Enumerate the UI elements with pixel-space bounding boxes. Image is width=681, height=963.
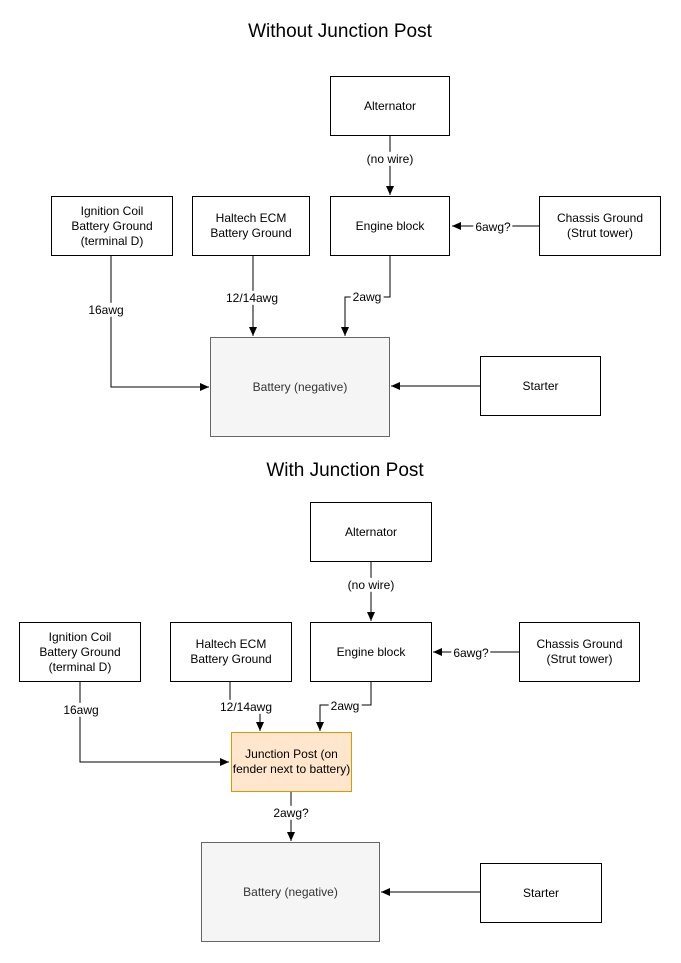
- node-alternator-1-label: Alternator: [363, 98, 417, 113]
- node-junction-post-2: Junction Post (on fender next to battery…: [231, 732, 352, 792]
- node-haltech-ecm-2: Haltech ECM Battery Ground: [170, 622, 292, 682]
- wire-label-6awg-1: 6awg?: [473, 219, 513, 235]
- node-chassis-ground-1: Chassis Ground (Strut tower): [539, 196, 661, 256]
- wire-label-6awg-2: 6awg?: [451, 645, 491, 661]
- node-ignition-coil-2-label: Ignition Coil Battery Ground (terminal D…: [39, 629, 121, 674]
- node-ignition-coil-2: Ignition Coil Battery Ground (terminal D…: [19, 622, 141, 682]
- node-engine-block-1-label: Engine block: [355, 218, 425, 233]
- node-starter-1-label: Starter: [522, 378, 559, 393]
- node-battery-1-label: Battery (negative): [252, 379, 348, 394]
- node-battery-2-label: Battery (negative): [243, 884, 338, 899]
- node-chassis-ground-2: Chassis Ground (Strut tower): [519, 622, 640, 682]
- node-alternator-1: Alternator: [330, 76, 450, 136]
- wire-label-16awg-1: 16awg: [86, 302, 126, 318]
- node-alternator-2-label: Alternator: [344, 524, 398, 539]
- node-battery-1: Battery (negative): [210, 337, 390, 437]
- diagram1-title: Without Junction Post: [248, 21, 432, 42]
- node-alternator-2: Alternator: [310, 502, 432, 562]
- wire-ignition-to-battery-1: [110, 256, 209, 391]
- node-chassis-ground-1-label: Chassis Ground (Strut tower): [556, 211, 644, 240]
- node-starter-2-label: Starter: [522, 885, 559, 900]
- node-ignition-coil-1-label: Ignition Coil Battery Ground (terminal D…: [71, 203, 153, 248]
- node-ignition-coil-1: Ignition Coil Battery Ground (terminal D…: [51, 196, 173, 256]
- node-starter-1: Starter: [480, 356, 601, 416]
- node-engine-block-2: Engine block: [310, 622, 432, 682]
- wire-label-16awg-2: 16awg: [61, 702, 101, 718]
- node-engine-block-1: Engine block: [330, 196, 450, 256]
- node-chassis-ground-2-label: Chassis Ground (Strut tower): [536, 637, 623, 666]
- wire-label-12-14awg-1: 12/14awg: [223, 290, 281, 306]
- wire-label-12-14awg-2: 12/14awg: [217, 699, 275, 715]
- node-engine-block-2-label: Engine block: [336, 644, 406, 659]
- node-haltech-ecm-1: Haltech ECM Battery Ground: [192, 196, 310, 256]
- wire-ignition-to-junction-2: [79, 682, 229, 766]
- wire-label-2awg-2: 2awg: [328, 698, 362, 714]
- node-starter-2: Starter: [480, 863, 602, 923]
- diagram2-title: With Junction Post: [266, 460, 424, 481]
- wire-label-no-wire-1: (no wire): [364, 151, 416, 167]
- wire-label-2awg-q-2: 2awg?: [271, 805, 311, 821]
- node-junction-post-2-label: Junction Post (on fender next to battery…: [232, 747, 351, 776]
- node-haltech-ecm-1-label: Haltech ECM Battery Ground: [210, 211, 292, 240]
- node-haltech-ecm-2-label: Haltech ECM Battery Ground: [190, 637, 272, 666]
- node-battery-2: Battery (negative): [201, 842, 380, 942]
- wire-label-2awg-1: 2awg: [350, 289, 384, 305]
- wire-label-no-wire-2: (no wire): [345, 577, 397, 593]
